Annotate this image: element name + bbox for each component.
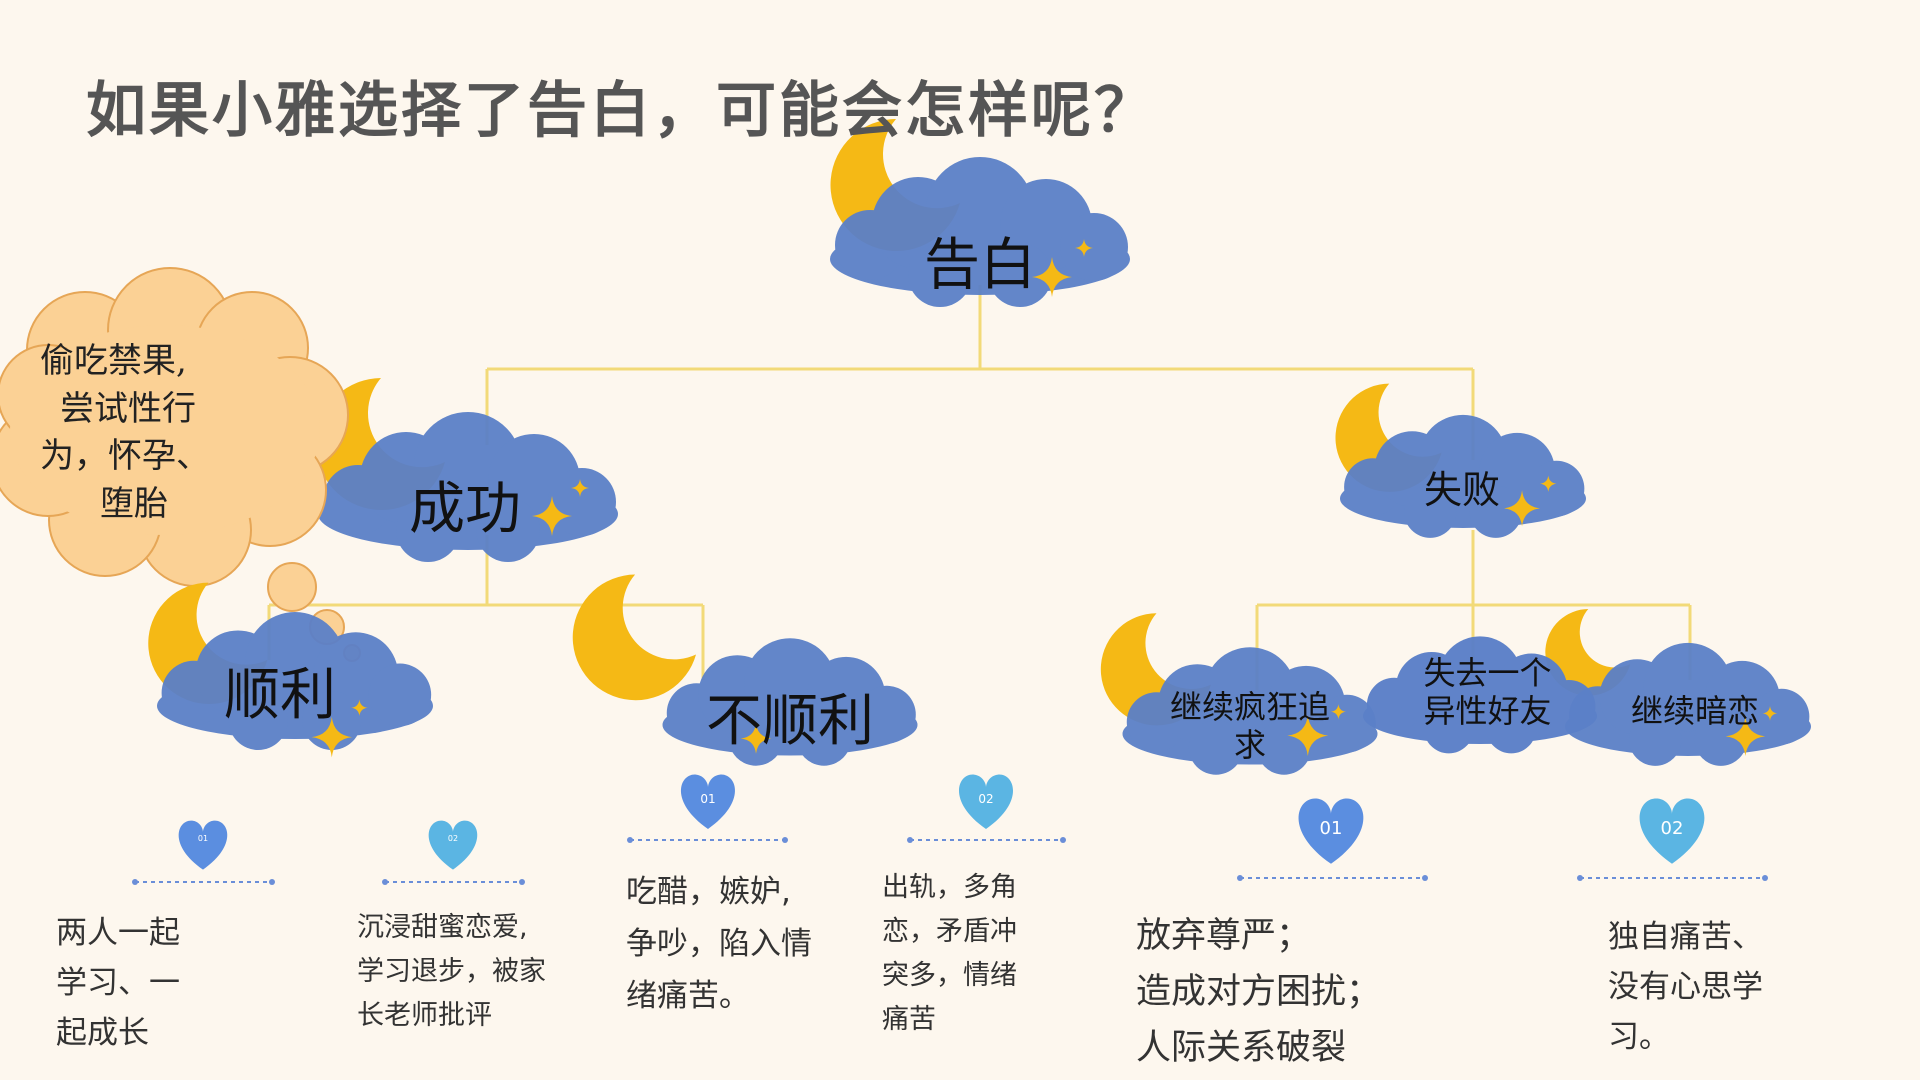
desc-line: 两人一起 [56,915,180,951]
thought-line: 尝试性行 [60,388,196,429]
heart-number: 02 [447,834,459,843]
node-label-success: 成功 [409,477,521,542]
desc-line: 吃醋，嫉妒, [626,874,791,910]
desc-line: 学习退步，被家 [357,956,546,987]
cloud-node-unsmooth [572,574,918,766]
heart-number: 01 [197,834,209,843]
desc-line: 痛苦 [882,1004,936,1035]
cloud-node-root [830,119,1130,307]
heart-marker-2 [428,820,478,870]
desc-line: 长老师批评 [357,1000,492,1031]
dotted-separators [135,839,1765,883]
desc-line: 起成长 [56,1015,149,1051]
desc-line: 争吵，陷入情 [626,926,812,962]
heart-marker-1 [178,820,228,870]
branch-description-4: 出轨，多角 恋，矛盾冲 突多，情绪 痛苦 [882,866,1017,1042]
branch-description-3: 吃醋，嫉妒, 争吵，陷入情 绪痛苦。 [626,866,812,1022]
desc-line: 习。 [1608,1019,1670,1055]
desc-line: 突多，情绪 [882,960,1017,991]
page-title: 如果小雅选择了告白，可能会怎样呢？ [86,76,1157,146]
thought-line: 堕胎 [100,483,168,524]
moon-icon [572,574,697,701]
desc-line: 没有心思学 [1608,969,1763,1005]
node-label-lose-friend: 失去一个异性好友 [1423,654,1552,731]
branch-description-6: 独自痛苦、 没有心思学 习。 [1608,912,1763,1062]
cloud-node-smooth [148,582,433,758]
node-label-failure: 失败 [1423,468,1500,512]
desc-line: 绪痛苦。 [626,978,750,1014]
heart-icon [428,820,478,870]
heart-icon [178,820,228,870]
cloud-node-failure [1335,383,1586,538]
desc-line: 放弃尊严； [1136,916,1312,956]
node-label-smooth: 顺利 [224,663,336,728]
branch-description-5: 放弃尊严； 造成对方困扰； 人际关系破裂 [1136,908,1381,1076]
heart-number: 01 [1319,818,1343,839]
branch-description-2: 沉浸甜蜜恋爱, 学习退步，被家 长老师批评 [357,906,546,1038]
desc-line: 沉浸甜蜜恋爱, [357,912,528,943]
cloud-node-keep-secret [1545,609,1811,766]
desc-line: 独自痛苦、 [1608,919,1763,955]
node-label-keep-chasing: 继续疯狂追求 [1170,688,1331,765]
node-label-root: 告白 [924,233,1036,298]
heart-number: 02 [1660,818,1684,839]
heart-number: 02 [978,792,994,806]
heart-number: 01 [700,792,716,806]
desc-line: 恋，矛盾冲 [882,916,1017,947]
desc-line: 造成对方困扰； [1136,972,1382,1012]
node-label-unsmooth: 不顺利 [706,689,874,754]
cloud-node-keep-chasing [1100,613,1378,775]
branch-description-1: 两人一起 学习、一 起成长 [56,908,180,1058]
desc-line: 人际关系破裂 [1136,1028,1347,1068]
desc-line: 出轨，多角 [882,872,1017,903]
thought-bubble-text: 偷吃禁果, 尝试性行 为，怀孕、 堕胎 [40,338,270,528]
thought-line: 为，怀孕、 [40,436,210,477]
dotted-end-dots [132,837,1768,885]
desc-line: 学习、一 [56,965,180,1001]
thought-bubble [0,267,361,662]
thought-line: 偷吃禁果, [40,341,187,381]
node-label-keep-secret: 继续暗恋 [1630,692,1759,730]
